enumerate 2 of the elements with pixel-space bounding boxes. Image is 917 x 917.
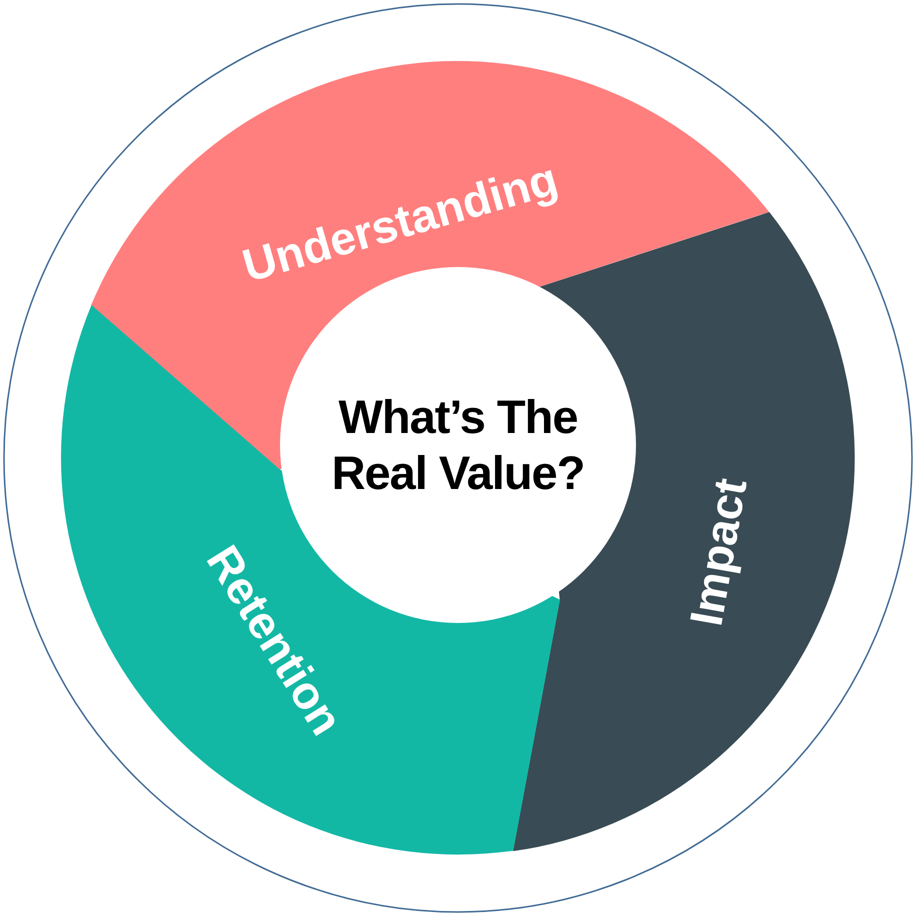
center-title: What’s The Real Value? (330, 388, 586, 501)
segment-label: Impact (682, 474, 754, 629)
